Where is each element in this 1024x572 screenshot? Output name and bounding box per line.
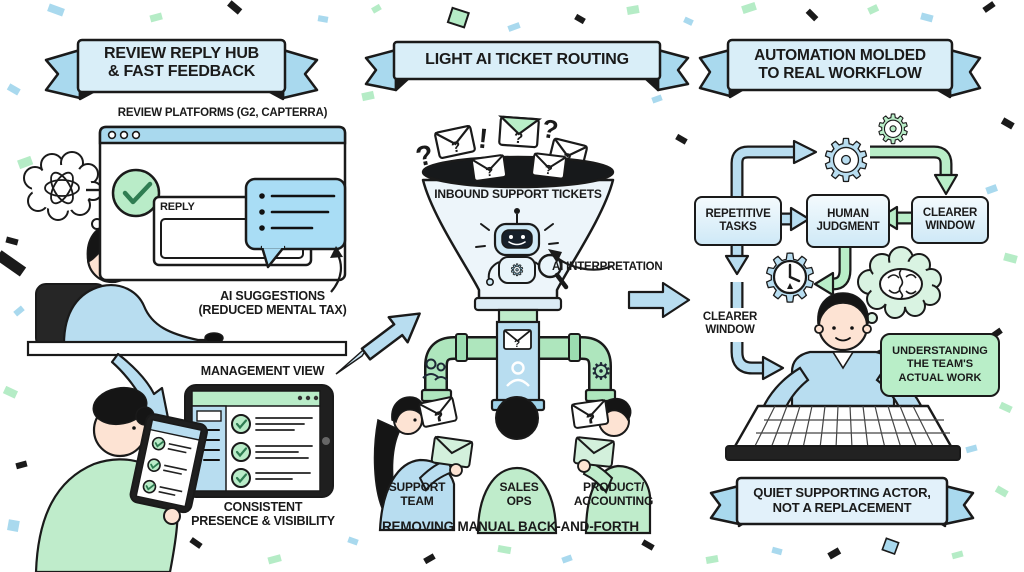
- desk: [26, 340, 348, 357]
- understanding-speech-bubble: UNDERSTANDING THE TEAM'S ACTUAL WORK: [880, 333, 1000, 397]
- thought-bubble-icon: [23, 151, 110, 241]
- svg-text:?: ?: [485, 163, 495, 179]
- arrow-ai-interpretation: [548, 249, 613, 271]
- human-judgment-box: HUMAN JUDGMENT: [806, 194, 890, 248]
- tablet-dots-icon: [297, 395, 319, 401]
- envelope-icon: ?: [434, 124, 476, 160]
- support-team-person: ?: [373, 396, 474, 532]
- scribble-icon: [44, 171, 80, 205]
- left-banner-title: REVIEW REPLY HUB & FAST FEEDBACK: [103, 45, 260, 81]
- brain-icon: [879, 268, 923, 300]
- funnel: ? ? ⚙: [421, 152, 615, 312]
- svg-text:?: ?: [433, 408, 444, 424]
- ai-interpretation-label: AI INTERPRETATION: [552, 261, 663, 273]
- robot-icon: ⚙: [475, 208, 569, 290]
- envelope-icon: ?: [531, 152, 567, 180]
- gear-icon: ⚙: [590, 359, 612, 386]
- consistent-presence-label: CONSISTENT PRESENCE & VISIBILITY: [191, 500, 335, 529]
- bottom-right-banner-ribbon: [709, 476, 975, 528]
- svg-text:?: ?: [413, 139, 436, 173]
- brain-thought-icon: [857, 246, 942, 335]
- clearer-window-box: CLEARER WINDOW: [911, 196, 989, 244]
- left-banner-ribbon: [44, 38, 319, 101]
- user-icon: [506, 361, 530, 387]
- sparkle-lines: [475, 223, 559, 248]
- envelope-icon: ?: [498, 115, 543, 149]
- middle-banner-ribbon: [364, 40, 690, 92]
- bottom-right-banner-title: QUIET SUPPORTING ACTOR, NOT A REPLACEMEN…: [753, 485, 931, 515]
- envelope-icon: ?: [471, 154, 507, 182]
- check-circle-icon: [111, 168, 161, 218]
- person-at-keyboard: [725, 292, 961, 461]
- management-view-label: MANAGEMENT VIEW: [200, 364, 325, 378]
- sales-ops-label: SALES OPS: [499, 480, 539, 508]
- gear-icon: ⚙: [510, 263, 524, 280]
- middle-banner-title: LIGHT AI TICKET ROUTING: [425, 51, 629, 68]
- svg-text:?: ?: [514, 339, 520, 350]
- users-icon: [422, 358, 448, 381]
- clock-gear-icon: ⚙: [760, 240, 820, 315]
- reply-label: REPLY: [160, 201, 195, 213]
- svg-text:?: ?: [513, 130, 523, 148]
- svg-text:?: ?: [544, 162, 554, 178]
- clearer-window-label: CLEARER WINDOW: [702, 311, 758, 337]
- envelope-icon: ?: [503, 329, 532, 350]
- ai-suggestions-label: AI SUGGESTIONS (REDUCED MENTAL TAX): [198, 289, 347, 318]
- person-with-tablet: [34, 386, 208, 572]
- removing-backforth-label: REMOVING MANUAL BACK-AND-FORTH: [382, 519, 639, 534]
- svg-text:!: !: [477, 123, 490, 155]
- support-team-label: SUPPORT TEAM: [388, 480, 446, 508]
- envelope-icon: ?: [570, 399, 610, 429]
- floating-marks: ? ! ?: [413, 113, 561, 173]
- pipes: ? ⚙: [420, 308, 617, 412]
- product-accounting-person: ?: [570, 397, 652, 535]
- svg-text:?: ?: [586, 410, 596, 426]
- repetitive-tasks-box: REPETITIVE TASKS: [694, 196, 782, 246]
- arrow-middle-to-right: [627, 281, 691, 319]
- management-tablet: [184, 384, 334, 498]
- arrow-into-funnel: [360, 312, 421, 361]
- window-dots-icon: [107, 130, 141, 140]
- svg-text:?: ?: [540, 113, 561, 145]
- tablet-camera-icon: [322, 437, 330, 445]
- inbound-tickets-label: INBOUND SUPPORT TICKETS: [434, 187, 602, 201]
- arrow-to-bubble: [330, 246, 343, 293]
- product-accounting-label: PRODUCT/ ACCOUNTING: [573, 480, 654, 508]
- envelope-icon: [430, 435, 474, 469]
- keyboard-icon: [725, 404, 961, 461]
- gear-icon: ⚙: [875, 108, 911, 152]
- right-banner-title: AUTOMATION MOLDED TO REAL WORKFLOW: [754, 47, 926, 82]
- envelope-icon: ?: [418, 396, 458, 428]
- review-platforms-label: REVIEW PLATFORMS (G2, CAPTERRA): [117, 107, 328, 119]
- handheld-tablet: [129, 413, 208, 514]
- right-banner-ribbon: [698, 38, 982, 99]
- sales-ops-person: [476, 396, 558, 535]
- tablet-check-rows: [231, 414, 313, 488]
- chat-bubble-icon: [244, 177, 347, 269]
- gear-icon: ⚙: [820, 129, 872, 194]
- svg-text:?: ?: [450, 138, 463, 157]
